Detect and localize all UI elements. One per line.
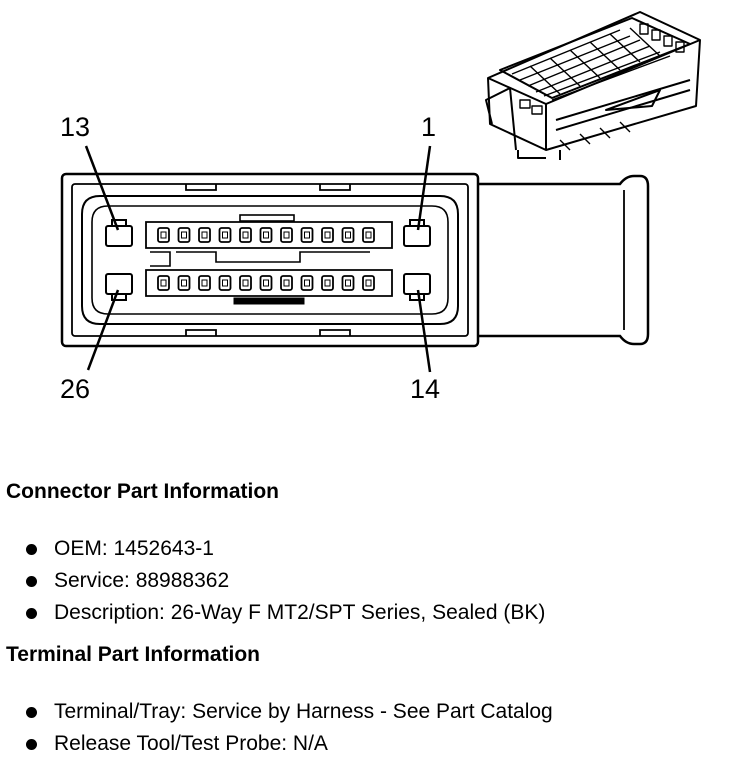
bullet-icon [26, 576, 37, 587]
bottom-pin-cavity-contact [283, 279, 290, 287]
top-pin-cavity-contact [242, 231, 249, 239]
top-pin-cavity [280, 227, 293, 243]
bottom-pin-cavity [362, 275, 375, 291]
connector-diagram: 13 1 26 14 [60, 11, 701, 404]
bottom-pin-cavity [218, 275, 232, 291]
bullet-icon [26, 739, 37, 750]
top-pin-cavity-contact [324, 231, 331, 239]
list-item: Description: 26-Way F MT2/SPT Series, Se… [6, 597, 730, 629]
bottom-pin-cavity-contact [242, 279, 249, 287]
pin-label-1: 1 [421, 112, 436, 142]
terminal-1 [403, 225, 431, 247]
pin-label-26: 26 [60, 374, 90, 404]
bottom-pin-cavity-contact [304, 279, 310, 287]
bottom-pin-cavity-contact [181, 279, 187, 287]
top-pin-cavity-contact [201, 231, 208, 239]
bottom-pin-cavity-contact [222, 279, 228, 287]
bottom-pin-cavity [321, 275, 334, 291]
top-pin-cavity-contact [263, 231, 269, 239]
top-pin-cavity [157, 227, 170, 243]
bullet-icon [26, 544, 37, 555]
bullet-icon [26, 707, 37, 718]
pin-label-14: 14 [410, 374, 440, 404]
top-pin-cavity [362, 227, 375, 243]
end-terminals [105, 219, 431, 301]
top-pin-cavity [300, 227, 314, 243]
connector-part-information-heading: Connector Part Information [6, 480, 280, 503]
pin-row-top [157, 227, 375, 243]
pin-leader-lines [84, 145, 432, 373]
top-pin-cavity-contact [181, 231, 187, 239]
bottom-pin-cavity-contact [160, 279, 167, 287]
terminal-26 [105, 273, 133, 295]
release-tool-info: Release Tool/Test Probe: N/A [54, 732, 328, 755]
terminal-part-information-heading: Terminal Part Information [6, 643, 260, 666]
bottom-pin-cavity-contact [324, 279, 331, 287]
bullet-icon [26, 608, 37, 619]
connector-outer-housing [60, 172, 480, 348]
top-pin-cavity-contact [222, 231, 228, 239]
top-pin-cavity [259, 227, 273, 243]
top-pin-cavity-contact [304, 231, 310, 239]
bottom-pin-cavity [259, 275, 273, 291]
bottom-pin-cavity-contact [201, 279, 208, 287]
bottom-pin-cavity [341, 275, 355, 291]
bottom-pin-cavity [198, 275, 211, 291]
top-pin-cavity [218, 227, 232, 243]
connector-isometric-view [485, 11, 701, 160]
bottom-pin-cavity [177, 275, 191, 291]
list-item: Terminal/Tray: Service by Harness - See … [6, 696, 730, 728]
top-pin-cavity [321, 227, 334, 243]
oem-number: OEM: 1452643-1 [54, 537, 214, 560]
bottom-pin-cavity-contact [345, 279, 351, 287]
terminal-14 [403, 273, 431, 295]
bottom-pin-cavity [300, 275, 314, 291]
pin-row-bottom [157, 275, 375, 291]
bottom-pin-cavity-contact [263, 279, 269, 287]
connector-extension [478, 174, 650, 346]
connector-part-information-list: OEM: 1452643-1 Service: 88988362 Descrip… [6, 533, 730, 629]
top-pin-cavity-contact [365, 231, 372, 239]
terminal-part-information-list: Terminal/Tray: Service by Harness - See … [6, 696, 730, 760]
top-pin-cavity [198, 227, 211, 243]
pin-label-13: 13 [60, 112, 90, 142]
service-number: Service: 88988362 [54, 569, 230, 592]
list-item: Service: 88988362 [6, 565, 730, 597]
terminal-13 [105, 225, 133, 247]
connector-face [60, 172, 650, 348]
connector-description: Description: 26-Way F MT2/SPT Series, Se… [54, 601, 546, 624]
top-pin-cavity-contact [283, 231, 290, 239]
list-item: OEM: 1452643-1 [6, 533, 730, 565]
top-pin-cavity [341, 227, 355, 243]
top-pin-cavity [239, 227, 252, 243]
bottom-pin-cavity [157, 275, 170, 291]
top-pin-cavity-contact [160, 231, 167, 239]
terminal-tray-info: Terminal/Tray: Service by Harness - See … [54, 700, 553, 723]
bottom-pin-cavity [239, 275, 252, 291]
bottom-pin-cavity [280, 275, 293, 291]
list-item: Release Tool/Test Probe: N/A [6, 728, 730, 760]
top-pin-cavity-contact [345, 231, 351, 239]
bottom-pin-cavity-contact [365, 279, 372, 287]
top-pin-cavity [177, 227, 191, 243]
